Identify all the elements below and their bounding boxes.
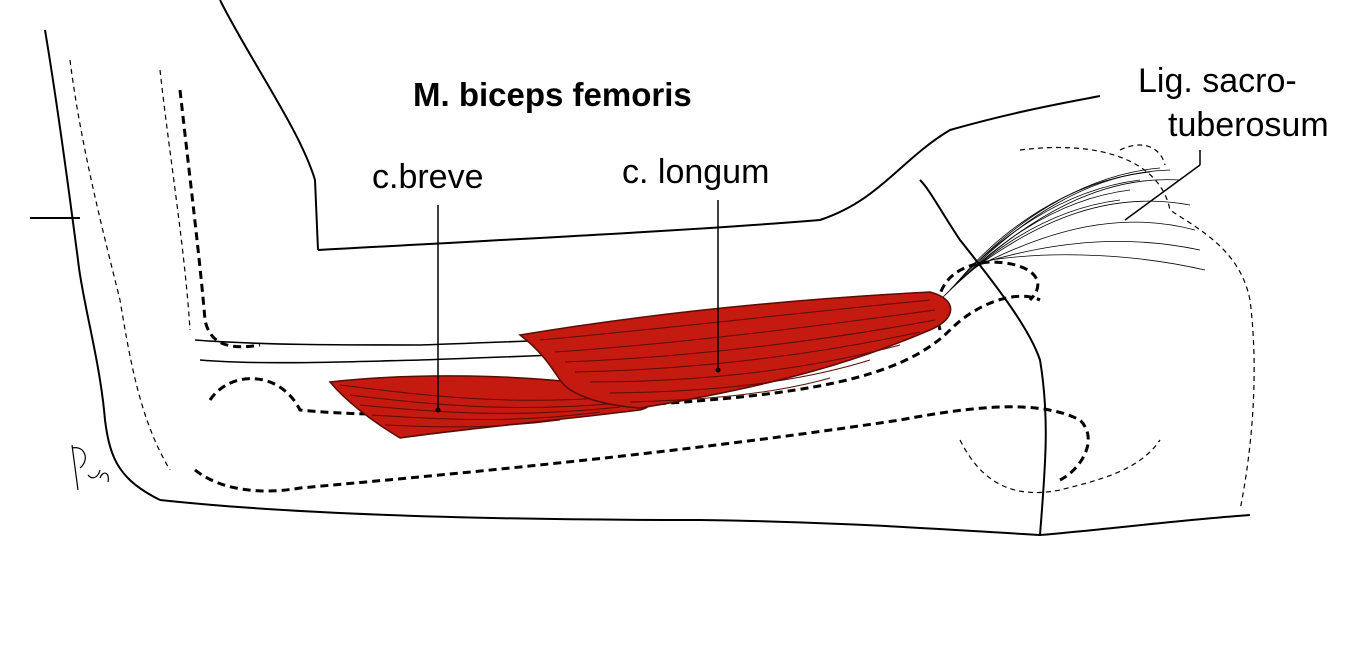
leader-lines [437,150,1201,410]
label-ligament-line2: tuberosum [1168,106,1329,144]
leg-outline [30,0,1251,537]
pelvis-contour [935,260,1040,331]
label-caput-longum: c. longum [622,153,770,191]
calf-back-outline [219,0,319,251]
thigh-bottom-outline [159,499,1251,537]
caput-longum-muscle [518,291,952,409]
bone-contours [178,89,1090,493]
femur-bottom-contour [194,405,1090,493]
tibia-contour [178,89,261,349]
sacrum-contour [1119,144,1166,166]
diagram-title: M. biceps femoris [413,76,692,113]
thin-contours [69,59,1255,511]
shin-front-outline [44,29,161,501]
ischium-contour [959,439,1161,494]
ligament-fibers [939,167,1206,301]
caput-breve-fibers [339,384,621,428]
artist-signature [71,444,109,491]
tibia-inner-contour [159,69,191,331]
hip-line [919,179,1047,536]
label-caput-breve: c.breve [372,158,484,196]
point-caput-breve [435,407,441,413]
point-caput-longum [715,367,721,373]
thigh-top-outline [317,95,1101,251]
leader-ligament-b [1124,164,1201,221]
caput-longum-fibers [539,299,936,403]
pelvis-outer-contour [1019,146,1255,511]
label-ligament-line1: Lig. sacro- [1138,62,1297,100]
fibula-contour [69,59,171,471]
